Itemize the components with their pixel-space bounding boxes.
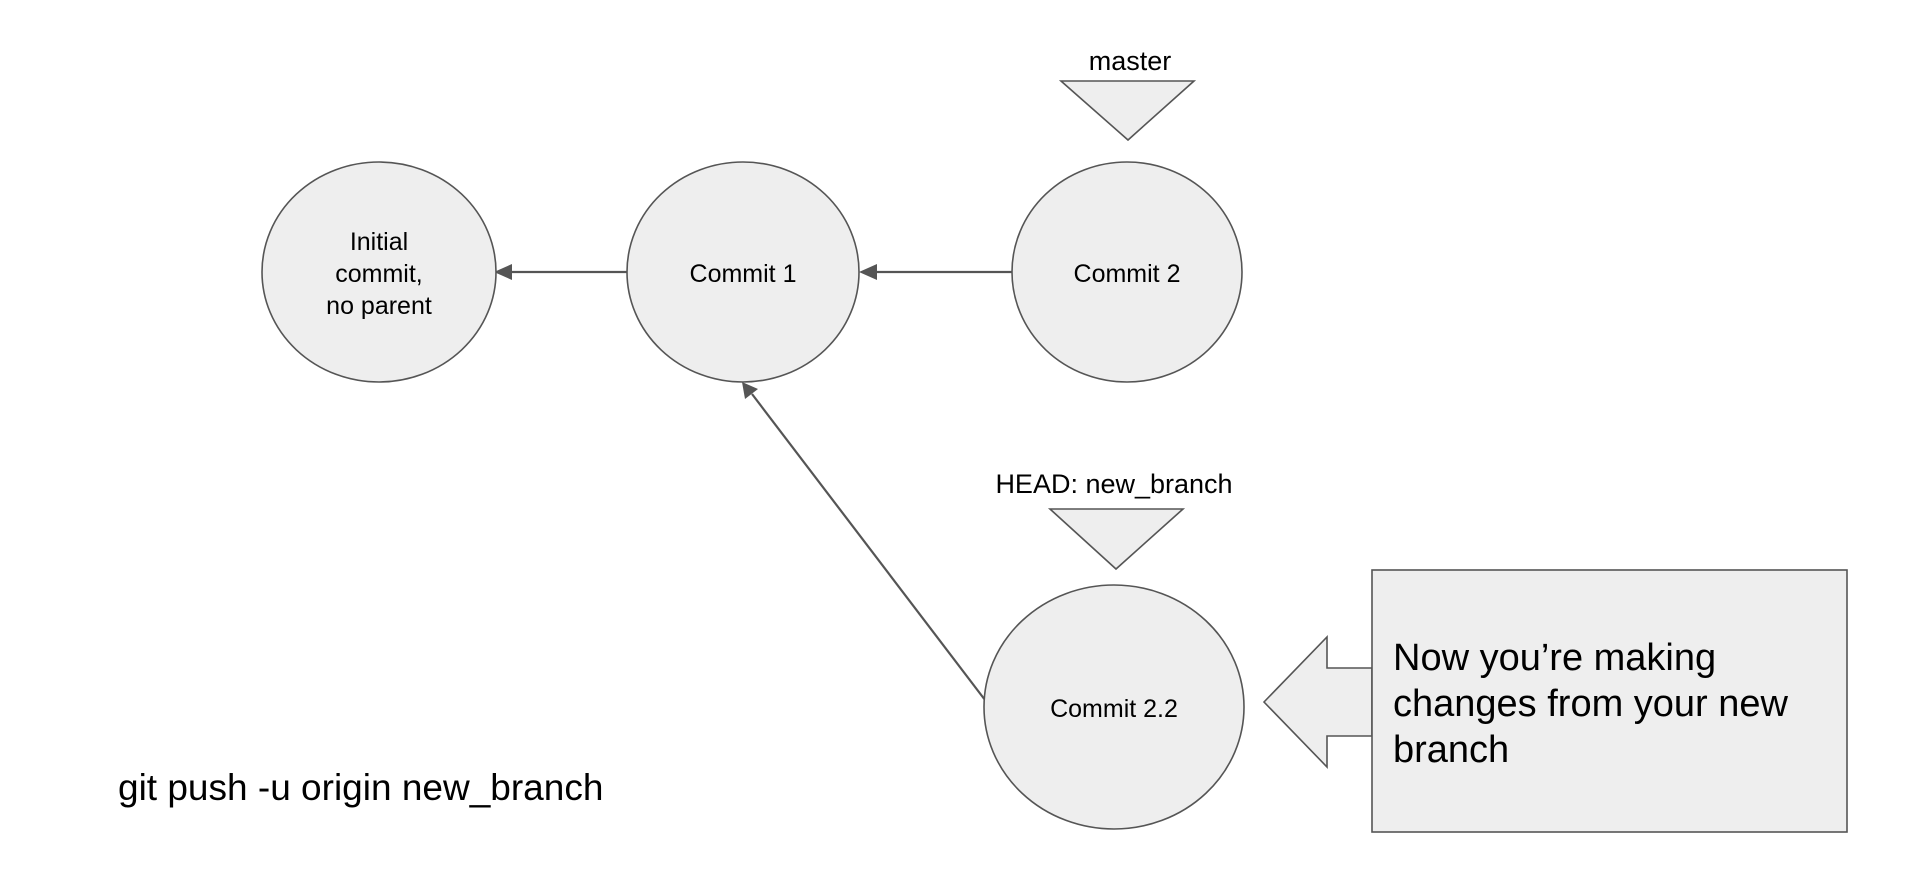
head-pointer-triangle-icon [1047, 508, 1186, 571]
edge-commit22-to-commit1 [742, 382, 986, 701]
edge-commit2-to-commit1 [859, 264, 1012, 280]
commit-label-initial-line1: Initial [350, 228, 408, 256]
callout-text-line1: Now you’re making [1393, 637, 1716, 679]
callout-text-line2: changes from your new [1393, 683, 1789, 725]
branch-label-master: master [1089, 46, 1172, 76]
git-command-text: git push -u origin new_branch [118, 767, 603, 808]
commit-label-initial-line2: commit, [335, 260, 423, 288]
commit-node-initial: Initial commit, no parent [261, 161, 497, 383]
commit-node-commit22: Commit 2.2 [983, 584, 1245, 830]
branch-label-head: HEAD: new_branch [995, 469, 1232, 499]
callout-arrow-icon [1262, 635, 1373, 769]
master-pointer-triangle-icon [1058, 80, 1197, 142]
branch-pointer-master: master [1058, 46, 1197, 142]
branch-pointer-head: HEAD: new_branch [995, 469, 1233, 571]
commit-label-commit22: Commit 2.2 [1050, 695, 1178, 723]
callout-box: Now you’re making changes from your new … [1371, 569, 1848, 833]
commit-label-commit1: Commit 1 [690, 260, 797, 288]
commit-node-commit1: Commit 1 [626, 161, 860, 383]
callout-text-line3: branch [1393, 729, 1509, 771]
commit-label-initial-line3: no parent [326, 292, 432, 320]
commit-node-commit2: Commit 2 [1011, 161, 1243, 383]
commit-label-commit2: Commit 2 [1074, 260, 1181, 288]
edge-commit1-to-initial [494, 264, 627, 280]
